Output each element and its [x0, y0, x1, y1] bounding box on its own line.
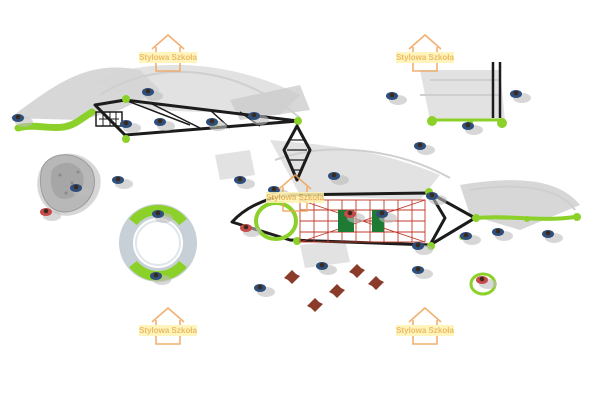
child-figure	[248, 112, 269, 125]
child-figure	[386, 92, 407, 105]
watermark: Stylowa Szkoła	[266, 173, 324, 212]
play-panel-top-right	[427, 62, 507, 128]
child-figure	[150, 272, 171, 285]
child-figure	[510, 90, 531, 103]
child-figure	[112, 176, 133, 189]
watermark-box	[396, 325, 454, 336]
watermark: Stylowa Szkoła	[396, 306, 454, 345]
stepping-stumps	[284, 264, 384, 312]
watermark-box	[139, 325, 197, 336]
child-figure	[462, 122, 483, 135]
watermark-text: Stylowa Szkoła	[266, 193, 324, 202]
child-figure	[254, 284, 275, 297]
child-figure	[120, 120, 141, 133]
ladder-bridge	[282, 124, 312, 182]
child-figure	[12, 114, 33, 127]
child-figure	[476, 276, 497, 289]
child-figure	[344, 210, 365, 223]
watermark-box	[266, 192, 324, 203]
stump	[329, 284, 345, 298]
child-figure	[234, 176, 255, 189]
child-figure	[328, 172, 349, 185]
rope-net	[299, 199, 426, 243]
people	[12, 88, 563, 297]
tower-frame-left	[93, 95, 302, 143]
stump	[349, 264, 365, 278]
child-figure	[376, 210, 397, 223]
child-figure	[492, 228, 513, 241]
watermark-text: Stylowa Szkoła	[396, 326, 454, 335]
child-figure	[412, 242, 433, 255]
watermark-text: Stylowa Szkoła	[396, 53, 454, 62]
child-figure	[460, 232, 481, 245]
watermark-box	[139, 52, 197, 63]
watermark-box	[396, 52, 454, 63]
stump	[307, 298, 323, 312]
child-figure	[154, 118, 175, 131]
watermark: Stylowa Szkoła	[396, 33, 454, 72]
watermark-text: Stylowa Szkoła	[139, 53, 197, 62]
watermark: Stylowa Szkoła	[139, 33, 197, 72]
stump	[284, 270, 300, 284]
child-figure	[152, 210, 173, 223]
watermark-text: Stylowa Szkoła	[139, 326, 197, 335]
child-figure	[316, 262, 337, 275]
child-figure	[40, 208, 61, 221]
child-figure	[70, 184, 91, 197]
ghost-outlines	[99, 70, 576, 211]
child-figure	[414, 142, 435, 155]
child-figure	[240, 224, 261, 237]
child-figure	[542, 230, 563, 243]
watermark: Stylowa Szkoła	[139, 306, 197, 345]
child-figure	[412, 266, 433, 279]
stump	[368, 276, 384, 290]
child-figure	[206, 118, 227, 131]
child-figure	[142, 88, 163, 101]
child-figure	[426, 192, 447, 205]
